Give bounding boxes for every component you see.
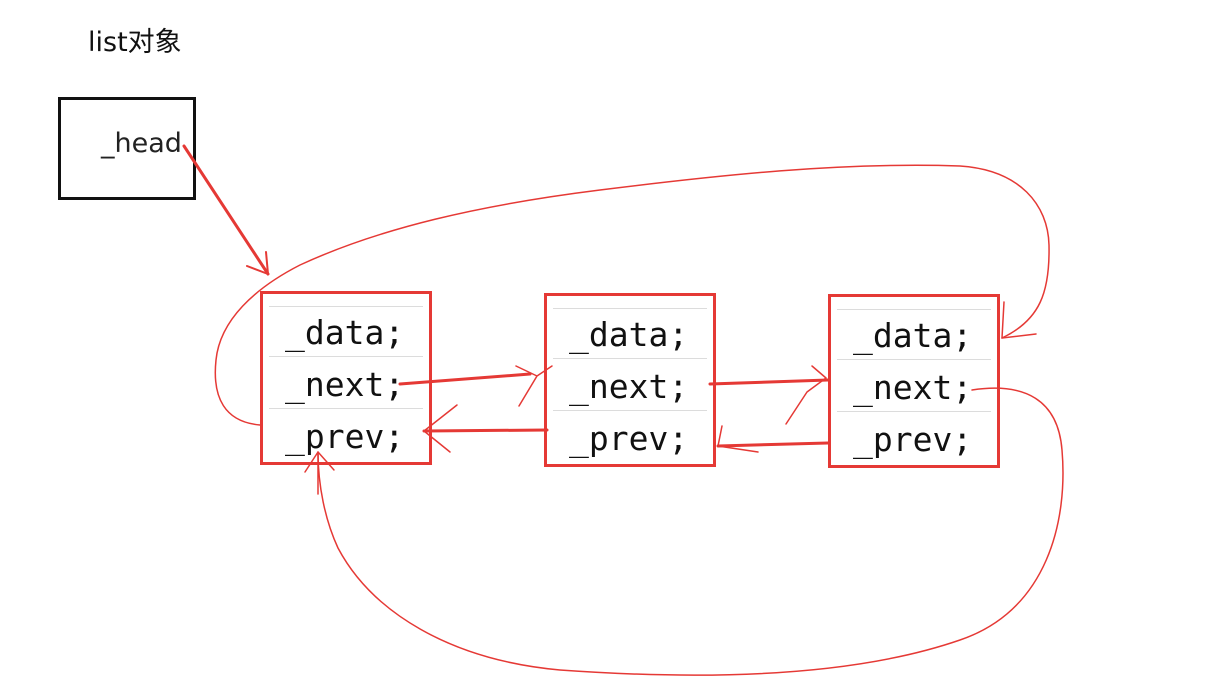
node-prev-field: _prev; <box>853 420 973 459</box>
separator <box>553 308 707 309</box>
node2-next-arrow <box>708 365 830 425</box>
separator <box>269 408 423 409</box>
node-next-field: _next; <box>853 368 973 407</box>
node3-prev-arrow <box>716 425 830 453</box>
node-data-field: _data; <box>569 315 689 354</box>
separator <box>837 359 991 360</box>
head-pointer-label: _head <box>101 128 182 159</box>
node-data-field: _data; <box>853 316 973 355</box>
node-data-field: _data; <box>285 313 405 352</box>
head-to-node1-arrow <box>182 144 270 276</box>
list-node-1: _data; _next; _prev; <box>260 291 432 465</box>
separator <box>553 410 707 411</box>
node-next-field: _next; <box>569 367 689 406</box>
separator <box>269 356 423 357</box>
separator <box>269 306 423 307</box>
node-prev-field: _prev; <box>285 417 405 456</box>
separator <box>837 309 991 310</box>
list-node-2: _data; _next; _prev; <box>544 293 716 467</box>
diagram-title: list对象 <box>88 27 182 58</box>
list-node-3: _data; _next; _prev; <box>828 294 1000 468</box>
node-prev-field: _prev; <box>569 419 689 458</box>
node2-prev-arrow <box>422 404 549 453</box>
list-object-box: _head <box>58 97 196 200</box>
separator <box>837 411 991 412</box>
separator <box>553 358 707 359</box>
node-next-field: _next; <box>285 365 405 404</box>
